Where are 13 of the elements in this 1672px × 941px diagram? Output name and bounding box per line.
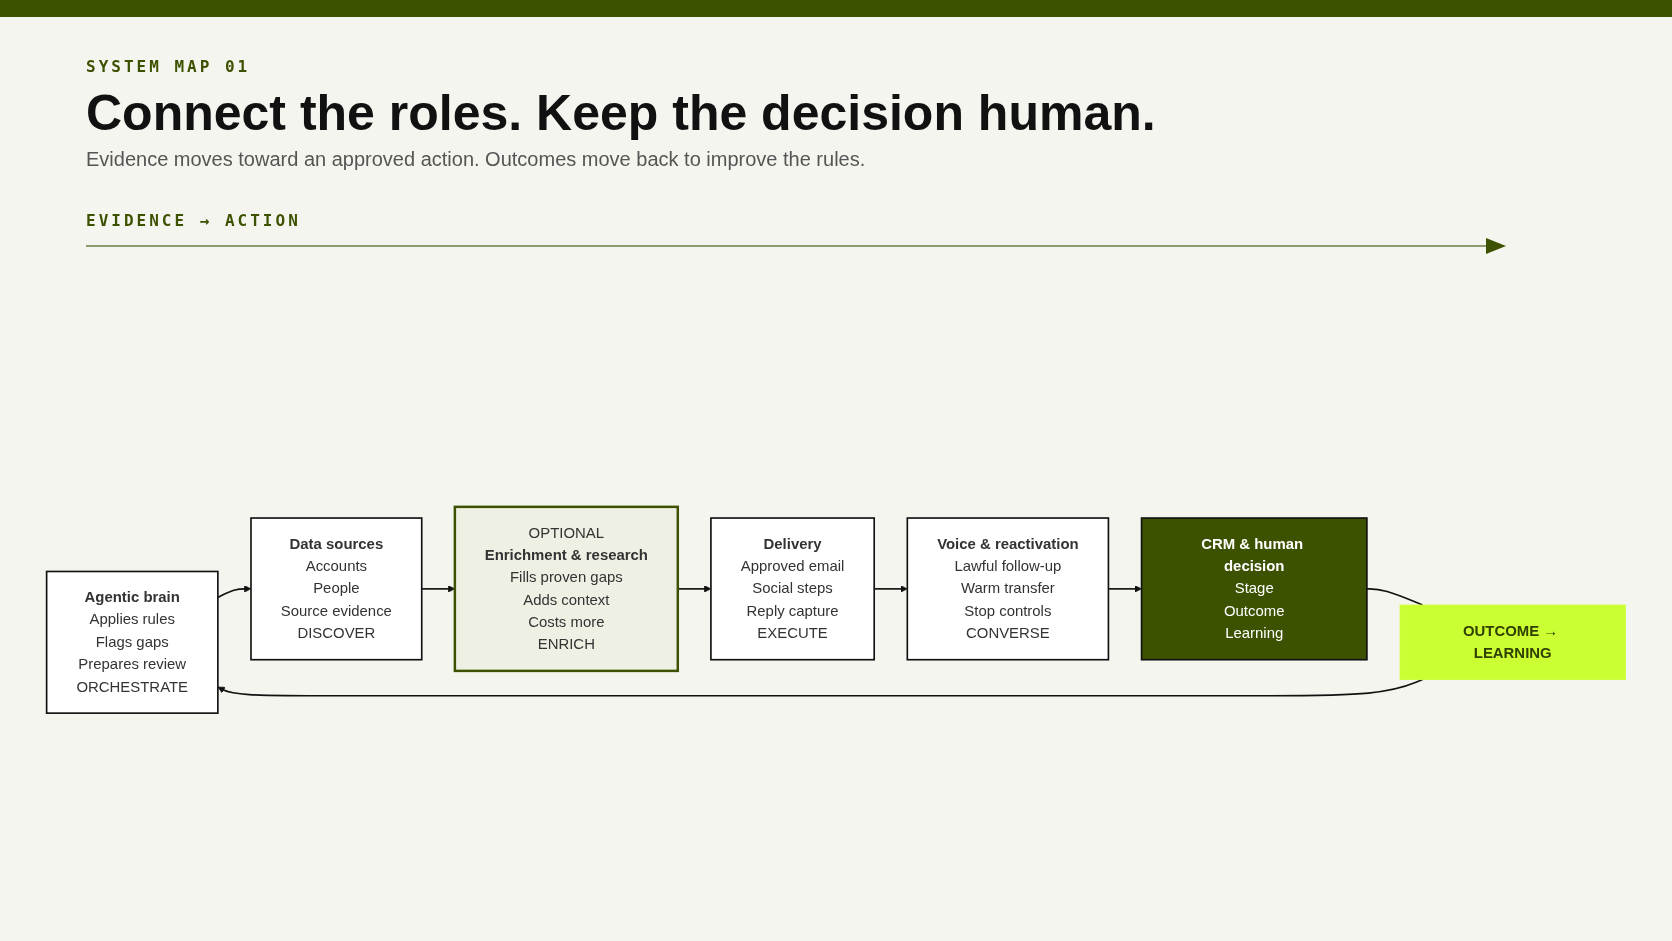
node-box: Voice & reactivation Lawful follow-up Warm transfer Stop controls CONVERSE [906,517,1110,661]
node-box: OPTIONAL Enrichment & research Fills proven gaps Adds context Costs more ENRICH [453,505,680,673]
node-box: Delivery Approved email Social steps Reply capture EXECUTE [710,517,876,661]
node-box: Agentic brain Applies rules Flags gaps Prepares review ORCHESTRATE [45,570,219,714]
subtitle: Evidence moves toward an approved action. Outcomes move back to improve the rules. [86,148,866,171]
kicker-label: SYSTEM MAP 01 [86,57,251,76]
title: Connect the roles. Keep the decision human. [86,84,1157,142]
node-box: CRM & human decision Stage Outcome Learning [1140,517,1368,661]
node-box: Data sources Accounts People Source evidence DISCOVER [250,517,423,661]
direction-label: EVIDENCE → ACTION [86,211,301,230]
arrow [217,678,1424,697]
connector [1366,588,1424,606]
node-box: OUTCOME → LEARNING [1399,604,1626,680]
